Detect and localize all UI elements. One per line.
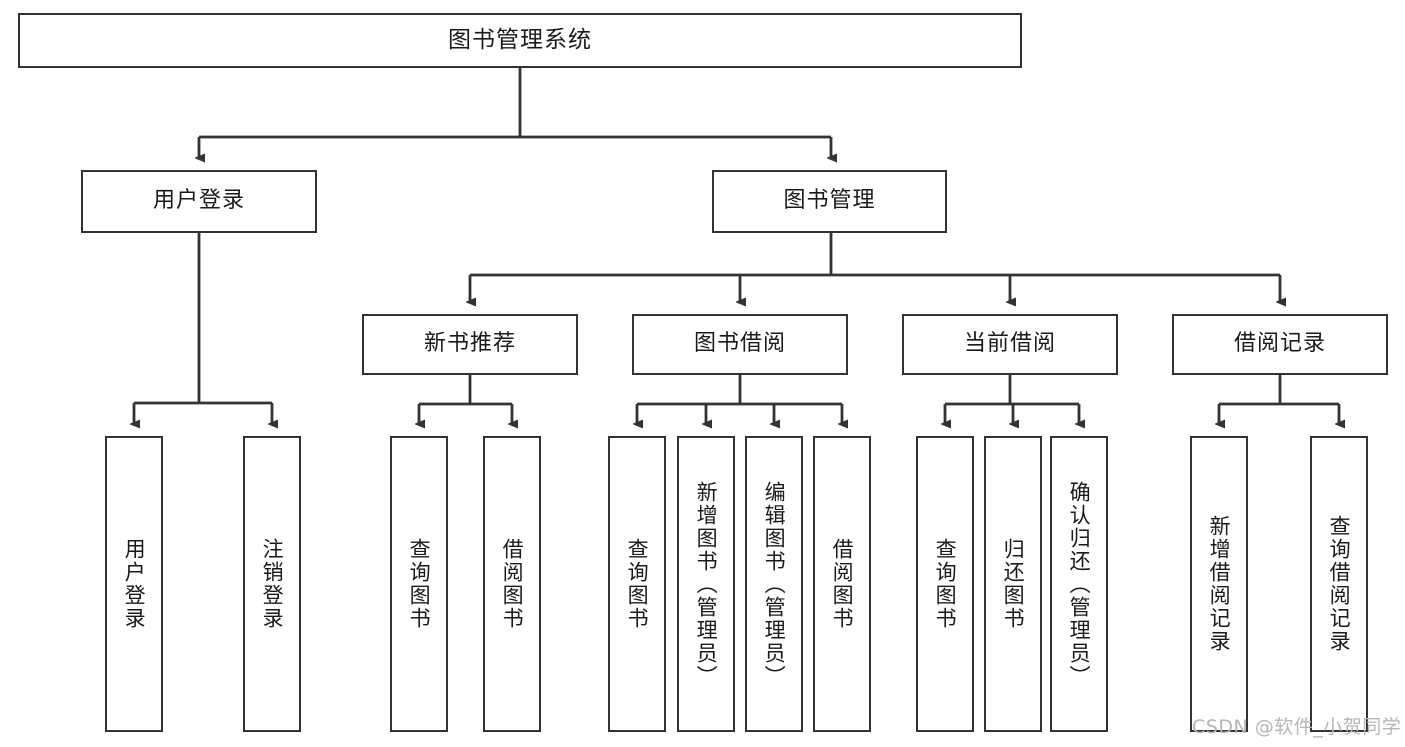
- node-book-borrow-label: 图书借阅: [693, 331, 786, 357]
- node-root[interactable]: 图书管理系统: [18, 13, 1022, 68]
- leaf-confirm-return-admin[interactable]: 确认归还（管理员）: [1050, 436, 1108, 732]
- leaf-borrow-books-recommend[interactable]: 借阅图书: [483, 436, 541, 732]
- leaf-borrow-book-label: 借阅图书: [830, 538, 855, 630]
- node-root-label: 图书管理系统: [448, 26, 592, 53]
- leaf-query-books-recommend-label: 查询图书: [407, 538, 432, 630]
- node-new-book-recommend[interactable]: 新书推荐: [362, 314, 578, 375]
- leaf-user-login[interactable]: 用户登录: [105, 436, 163, 732]
- leaf-query-books-recommend[interactable]: 查询图书: [390, 436, 448, 732]
- leaf-borrow-books-recommend-label: 借阅图书: [500, 538, 525, 630]
- leaf-edit-book-admin-label: 编辑图书（管理员）: [762, 480, 787, 688]
- node-borrow-record-label: 借阅记录: [1233, 331, 1326, 357]
- leaf-confirm-return-admin-label: 确认归还（管理员）: [1067, 480, 1092, 688]
- leaf-query-borrow-record[interactable]: 查询借阅记录: [1310, 436, 1368, 732]
- leaf-query-books-borrow-label: 查询图书: [625, 538, 650, 630]
- leaf-logout[interactable]: 注销登录: [243, 436, 301, 732]
- node-new-book-recommend-label: 新书推荐: [423, 331, 516, 357]
- leaf-query-borrow-record-label: 查询借阅记录: [1327, 515, 1352, 653]
- csdn-watermark: CSDN @软件_小贺同学: [1192, 716, 1402, 738]
- node-user-login[interactable]: 用户登录: [81, 170, 317, 233]
- leaf-return-book-label: 归还图书: [1001, 538, 1026, 630]
- node-current-borrow-label: 当前借阅: [963, 331, 1056, 357]
- leaf-user-login-label: 用户登录: [122, 538, 147, 630]
- leaf-add-book-admin[interactable]: 新增图书（管理员）: [677, 436, 735, 732]
- leaf-return-book[interactable]: 归还图书: [984, 436, 1042, 732]
- leaf-edit-book-admin[interactable]: 编辑图书（管理员）: [745, 436, 803, 732]
- node-book-management[interactable]: 图书管理: [712, 170, 947, 233]
- node-book-borrow[interactable]: 图书借阅: [632, 314, 848, 375]
- leaf-query-books-current-label: 查询图书: [933, 538, 958, 630]
- leaf-add-borrow-record-label: 新增借阅记录: [1207, 515, 1232, 653]
- leaf-query-books-current[interactable]: 查询图书: [916, 436, 974, 732]
- leaf-add-borrow-record[interactable]: 新增借阅记录: [1190, 436, 1248, 732]
- leaf-logout-label: 注销登录: [260, 538, 285, 630]
- node-book-management-label: 图书管理: [783, 188, 876, 214]
- leaf-borrow-book[interactable]: 借阅图书: [813, 436, 871, 732]
- node-user-login-label: 用户登录: [152, 188, 245, 214]
- node-borrow-record[interactable]: 借阅记录: [1172, 314, 1388, 375]
- leaf-add-book-admin-label: 新增图书（管理员）: [694, 480, 719, 688]
- node-current-borrow[interactable]: 当前借阅: [902, 314, 1118, 375]
- leaf-query-books-borrow[interactable]: 查询图书: [608, 436, 666, 732]
